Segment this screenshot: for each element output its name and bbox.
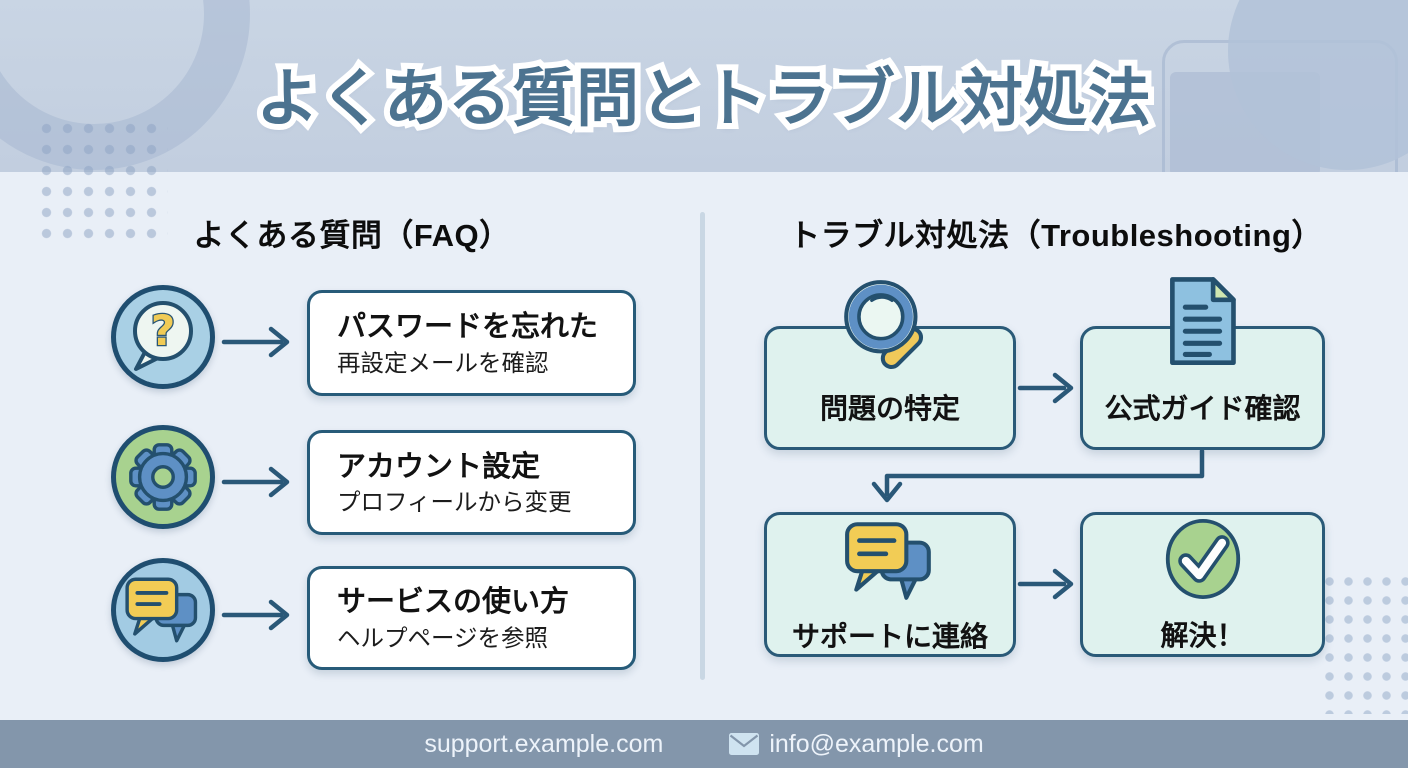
footer-email-text: info@example.com (769, 729, 984, 758)
question-bubble-icon: ? (111, 285, 215, 389)
footer-website: support.example.com (424, 730, 663, 759)
dot-pattern-bottom-right (1320, 572, 1408, 714)
dot-pattern-top-left (36, 118, 168, 242)
svg-text:?: ? (151, 306, 175, 355)
footer-website-text: support.example.com (424, 729, 664, 758)
section-divider (700, 212, 705, 680)
check-circle-icon (1163, 517, 1243, 606)
faq-card-subtitle: 再設定メールを確認 (337, 349, 549, 376)
troubleshooting-heading: トラブル対処法（Troubleshooting） (789, 218, 1323, 253)
flow-step-solved: 解決！ (1080, 512, 1325, 657)
flow-step-identify: 問題の特定 (764, 326, 1016, 450)
faq-card-title: パスワードを忘れた (337, 311, 599, 344)
faq-card-title: サービスの使い方 (337, 586, 570, 619)
faq-card-usage: サービスの使い方 ヘルプページを参照 (307, 566, 636, 670)
flow-step-label: 公式ガイド確認 (1104, 393, 1301, 424)
header-band (0, 0, 1408, 172)
faq-card-title: アカウント設定 (337, 450, 541, 483)
footer-email: info@example.com (729, 729, 984, 759)
page-title: よくある質問とトラブル対処法 (256, 63, 1152, 134)
troubleshooting-section: トラブル対処法（Troubleshooting） 問題の特定 公式ガイド確認 (704, 172, 1408, 720)
faq-card-password: パスワードを忘れた 再設定メールを確認 (307, 290, 636, 396)
title-area: よくある質問とトラブル対処法 よくある質問とトラブル対処法 (0, 0, 1408, 172)
faq-heading: よくある質問（FAQ） (193, 218, 511, 253)
page-title-outline: よくある質問とトラブル対処法 (250, 58, 1157, 140)
chat-bubbles-icon (111, 558, 215, 662)
faq-card-account: アカウント設定 プロフィールから変更 (307, 430, 636, 535)
faq-section: よくある質問（FAQ） ? パスワードを忘れた 再 (0, 172, 704, 720)
faq-card-subtitle: プロフィールから変更 (337, 489, 572, 516)
gear-icon (111, 425, 215, 529)
flow-step-label: サポートに連絡 (791, 621, 988, 652)
content-area: よくある質問（FAQ） ? パスワードを忘れた 再 (0, 172, 1408, 720)
footer-bar: support.example.com info@example.com (0, 720, 1408, 768)
chat-bubbles-icon (841, 518, 939, 609)
flow-step-label: 解決！ (1160, 620, 1245, 651)
envelope-icon (729, 733, 760, 755)
flow-step-guide: 公式ガイド確認 (1080, 326, 1325, 450)
faq-card-subtitle: ヘルプページを参照 (337, 624, 549, 651)
flow-step-label: 問題の特定 (819, 393, 960, 424)
flow-step-support: サポートに連絡 (764, 512, 1016, 657)
